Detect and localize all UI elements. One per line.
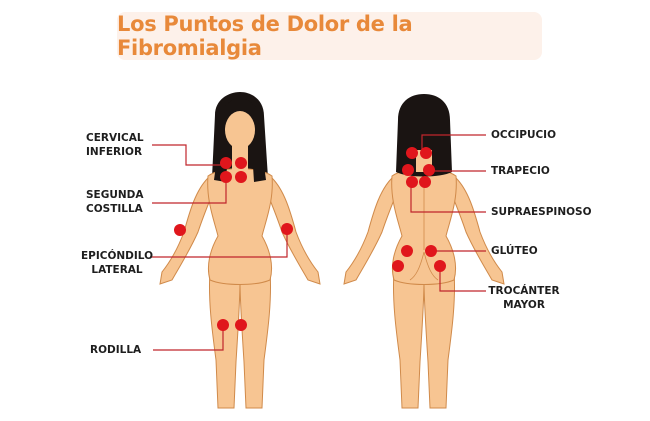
point-trocanter-left bbox=[392, 260, 404, 272]
pain-points bbox=[174, 147, 446, 331]
point-epicondilo-right bbox=[281, 223, 293, 235]
label-occipucio: OCCIPUCIO bbox=[491, 128, 556, 142]
label-gluteo: GLÚTEO bbox=[491, 244, 538, 258]
point-occipucio-right bbox=[420, 147, 432, 159]
label-line: GLÚTEO bbox=[491, 245, 538, 257]
point-trapecio-left bbox=[402, 164, 414, 176]
front-figure bbox=[159, 92, 321, 409]
label-epicondilo-lateral: EPICÓNDILO LATERAL bbox=[80, 249, 154, 277]
point-occipucio-left bbox=[406, 147, 418, 159]
point-cervical-right bbox=[235, 157, 247, 169]
label-line: OCCIPUCIO bbox=[491, 129, 557, 141]
point-gluteo-right bbox=[425, 245, 437, 257]
label-line: MAYOR bbox=[503, 299, 545, 311]
point-cervical-left bbox=[220, 157, 232, 169]
label-segunda-costilla: SEGUNDA COSTILLA bbox=[86, 188, 144, 216]
point-epicondilo-left bbox=[174, 224, 186, 236]
label-line: TROCÁNTER bbox=[488, 285, 560, 297]
label-trocanter-mayor: TROCÁNTER MAYOR bbox=[486, 284, 562, 312]
point-gluteo-left bbox=[401, 245, 413, 257]
label-line: COSTILLA bbox=[86, 203, 143, 215]
label-cervical-inferior: CERVICAL INFERIOR bbox=[86, 131, 144, 159]
label-line: SUPRAESPINOSO bbox=[491, 206, 592, 218]
point-trocanter-right bbox=[434, 260, 446, 272]
label-line: LATERAL bbox=[91, 264, 143, 276]
label-rodilla: RODILLA bbox=[90, 343, 141, 357]
label-line: TRAPECIO bbox=[491, 165, 550, 177]
point-rodilla-right bbox=[235, 319, 247, 331]
point-costilla-right bbox=[235, 171, 247, 183]
leader-lines bbox=[150, 134, 486, 351]
label-line: EPICÓNDILO bbox=[80, 250, 154, 262]
label-line: SEGUNDA bbox=[86, 189, 144, 201]
point-supraespinoso-left bbox=[406, 176, 418, 188]
point-supraespinoso-right bbox=[419, 176, 431, 188]
label-supraespinoso: SUPRAESPINOSO bbox=[491, 205, 592, 219]
point-costilla-left bbox=[220, 171, 232, 183]
label-line: INFERIOR bbox=[86, 146, 143, 158]
label-trapecio: TRAPECIO bbox=[491, 164, 550, 178]
point-trapecio-right bbox=[423, 164, 435, 176]
label-line: CERVICAL bbox=[86, 132, 144, 144]
title-banner: Los Puntos de Dolor de la Fibromialgia bbox=[117, 12, 542, 60]
page-title: Los Puntos de Dolor de la Fibromialgia bbox=[117, 12, 413, 60]
point-rodilla-left bbox=[217, 319, 229, 331]
label-line: RODILLA bbox=[90, 344, 142, 356]
